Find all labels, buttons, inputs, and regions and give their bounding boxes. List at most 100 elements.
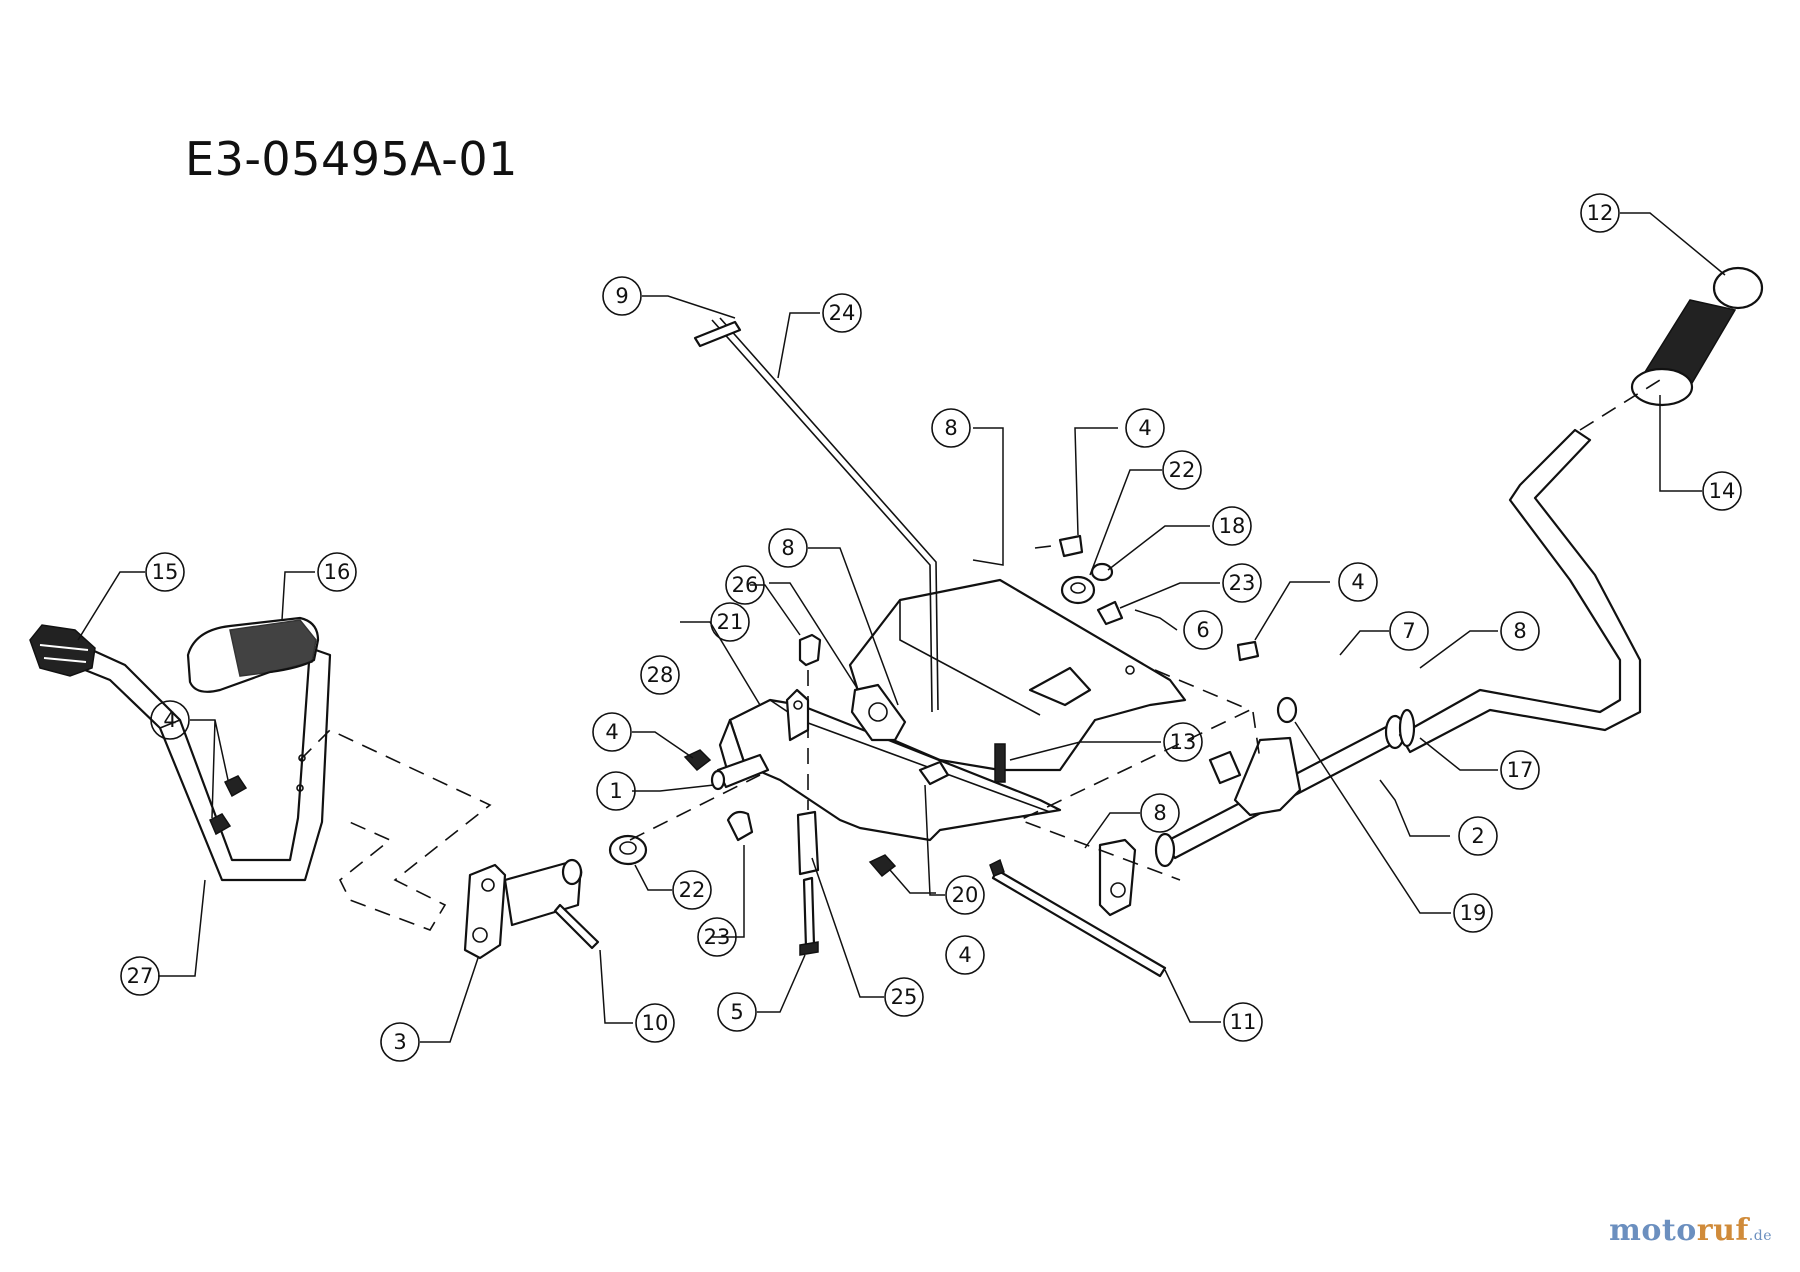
- svg-text:12: 12: [1587, 201, 1614, 225]
- flat-washer: [1090, 562, 1114, 582]
- callout-15: 15: [145, 552, 185, 592]
- svg-text:14: 14: [1709, 479, 1736, 503]
- callout-23-right: 23: [1222, 563, 1262, 603]
- flange-bushing-left: [608, 834, 648, 866]
- svg-text:8: 8: [1153, 801, 1166, 825]
- svg-text:9: 9: [615, 284, 628, 308]
- callout-4-left-pedal: 4: [150, 700, 190, 740]
- pedal-alignment-path: [299, 729, 492, 931]
- svg-text:13: 13: [1170, 730, 1197, 754]
- callout-21: 21: [710, 602, 750, 642]
- upper-mount-plate: [848, 578, 1187, 772]
- return-spring: [994, 743, 1006, 783]
- cotter-pin-top: [693, 320, 742, 348]
- svg-text:26: 26: [732, 573, 759, 597]
- svg-text:28: 28: [647, 663, 674, 687]
- svg-text:21: 21: [717, 610, 744, 634]
- callout-5: 5: [717, 992, 757, 1032]
- shaft-washer: [1276, 696, 1298, 724]
- svg-text:4: 4: [958, 943, 971, 967]
- svg-text:10: 10: [642, 1011, 669, 1035]
- svg-text:4: 4: [1138, 416, 1151, 440]
- callout-7: 7: [1389, 611, 1429, 651]
- linkage-rod: [711, 317, 939, 713]
- main-pedal-frame: [710, 688, 1062, 842]
- svg-text:8: 8: [781, 536, 794, 560]
- callout-17: 17: [1500, 750, 1540, 790]
- svg-text:16: 16: [324, 560, 351, 584]
- callout-1: 1: [596, 771, 636, 811]
- control-lever: [1398, 428, 1642, 754]
- callout-9: 9: [602, 276, 642, 316]
- callout-16: 16: [317, 552, 357, 592]
- svg-text:1: 1: [609, 779, 622, 803]
- callout-22-left: 22: [672, 870, 712, 910]
- callout-4-lower: 4: [945, 935, 985, 975]
- long-bolt: [802, 876, 816, 950]
- callout-8-top: 8: [931, 408, 971, 448]
- cam-lever: [850, 683, 907, 742]
- svg-text:19: 19: [1460, 901, 1487, 925]
- svg-text:2: 2: [1471, 824, 1484, 848]
- lever-alignment-line: [1579, 379, 1661, 431]
- callout-28: 28: [640, 655, 680, 695]
- svg-text:5: 5: [730, 1000, 743, 1024]
- callout-8-frame: 8: [768, 528, 808, 568]
- svg-text:22: 22: [679, 878, 706, 902]
- callout-22-right: 22: [1162, 450, 1202, 490]
- callout-18: 18: [1212, 506, 1252, 546]
- callout-11: 11: [1223, 1002, 1263, 1042]
- pivot-bracket: [463, 858, 583, 960]
- callout-19: 19: [1453, 893, 1493, 933]
- callout-3: 3: [380, 1022, 420, 1062]
- svg-text:8: 8: [944, 416, 957, 440]
- spring-clip-right: [1096, 600, 1124, 626]
- svg-text:3: 3: [393, 1030, 406, 1054]
- callout-14: 14: [1702, 471, 1742, 511]
- callout-24: 24: [822, 293, 862, 333]
- callout-2: 2: [1458, 816, 1498, 856]
- callout-8-lower: 8: [1140, 793, 1180, 833]
- callout-23-left: 23: [697, 917, 737, 957]
- hex-bolt-b: [868, 854, 897, 878]
- svg-text:6: 6: [1196, 618, 1209, 642]
- clevis-pin: [553, 903, 600, 950]
- callout-12: 12: [1580, 193, 1620, 233]
- pedal-pad-right: [186, 616, 320, 693]
- svg-text:11: 11: [1230, 1010, 1257, 1034]
- shaft-collar: [1398, 708, 1416, 748]
- shoulder-bolt: [918, 760, 950, 786]
- hex-bolt-e: [209, 775, 248, 836]
- pedal-pad-left: [29, 624, 96, 677]
- leader-lines: [77, 212, 1726, 1043]
- hex-nut-top: [798, 633, 822, 667]
- diagram-code-title: E3-05495A-01: [185, 132, 518, 186]
- spring-clip-left: [726, 810, 754, 842]
- assembly-line-d: [1252, 711, 1261, 761]
- lever-grip: [1630, 299, 1737, 407]
- svg-text:23: 23: [1229, 571, 1256, 595]
- svg-text:18: 18: [1219, 514, 1246, 538]
- spacer-tube: [796, 810, 820, 876]
- svg-text:4: 4: [163, 708, 176, 732]
- svg-text:20: 20: [952, 883, 979, 907]
- svg-text:24: 24: [829, 301, 856, 325]
- callout-20: 20: [945, 875, 985, 915]
- svg-text:22: 22: [1169, 458, 1196, 482]
- callout-10: 10: [635, 1003, 675, 1043]
- callout-25: 25: [884, 977, 924, 1017]
- svg-text:27: 27: [127, 964, 154, 988]
- callout-4-frame: 4: [592, 712, 632, 752]
- callout-4-top: 4: [1125, 408, 1165, 448]
- svg-text:4: 4: [1351, 570, 1364, 594]
- svg-text:4: 4: [605, 720, 618, 744]
- flange-bushing-right: [1060, 575, 1096, 605]
- adjustment-rod: [991, 868, 1167, 978]
- callout-27: 27: [120, 956, 160, 996]
- callout-8-right: 8: [1500, 611, 1540, 651]
- svg-text:7: 7: [1402, 619, 1415, 643]
- grip-end-cap: [1712, 266, 1764, 310]
- svg-text:25: 25: [891, 985, 918, 1009]
- hex-bolt-c: [1058, 534, 1084, 558]
